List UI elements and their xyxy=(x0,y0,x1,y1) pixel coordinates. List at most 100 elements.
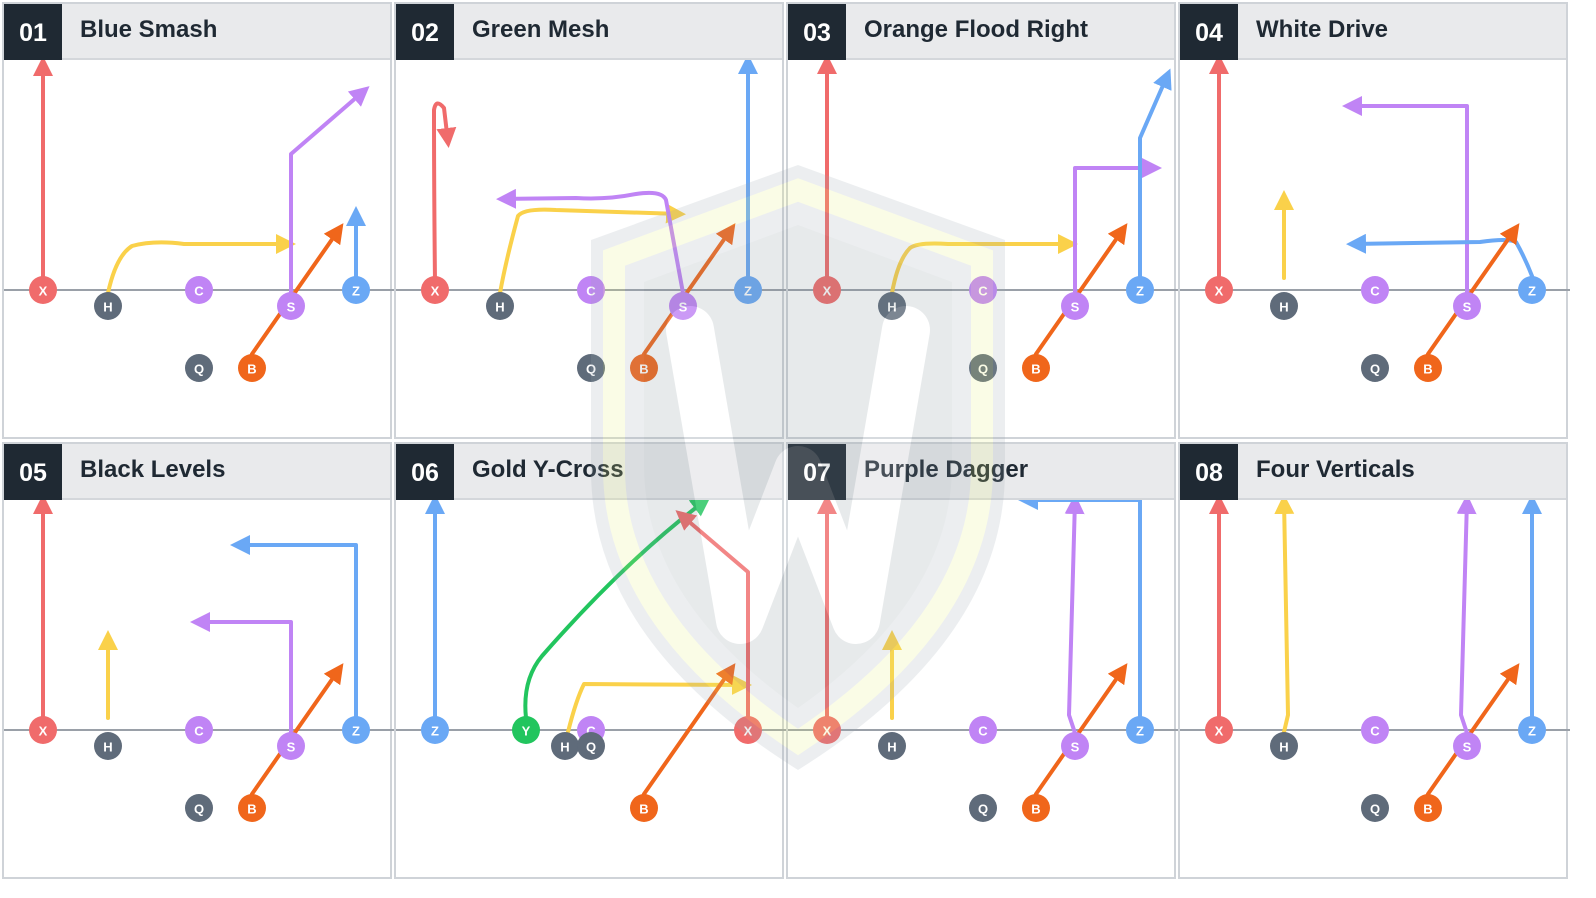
player-z[interactable]: Z xyxy=(421,716,449,744)
player-label: Q xyxy=(194,802,204,817)
player-label: H xyxy=(1279,740,1288,755)
player-b[interactable]: B xyxy=(238,794,266,822)
player-c[interactable]: C xyxy=(969,716,997,744)
player-c[interactable]: C xyxy=(1361,716,1389,744)
player-q[interactable]: Q xyxy=(185,794,213,822)
player-q[interactable]: Q xyxy=(969,354,997,382)
player-y[interactable]: Y xyxy=(512,716,540,744)
player-label: B xyxy=(639,802,648,817)
player-s[interactable]: S xyxy=(1061,732,1089,760)
player-b[interactable]: B xyxy=(238,354,266,382)
player-h[interactable]: H xyxy=(1270,732,1298,760)
player-label: S xyxy=(287,300,296,315)
player-x[interactable]: X xyxy=(813,716,841,744)
player-z[interactable]: Z xyxy=(342,716,370,744)
player-q[interactable]: Q xyxy=(1361,354,1389,382)
play-number: 01 xyxy=(4,4,62,60)
player-b[interactable]: B xyxy=(630,354,658,382)
player-b[interactable]: B xyxy=(1414,354,1442,382)
player-label: Y xyxy=(522,724,531,739)
player-z[interactable]: Z xyxy=(1126,276,1154,304)
player-h[interactable]: H xyxy=(551,732,579,760)
player-label: C xyxy=(1370,284,1380,299)
player-label: Z xyxy=(1528,284,1536,299)
route-line xyxy=(523,500,711,720)
play-title: Gold Y-Cross xyxy=(472,456,624,483)
player-c[interactable]: C xyxy=(185,716,213,744)
player-z[interactable]: Z xyxy=(1126,716,1154,744)
player-label: X xyxy=(823,284,832,299)
player-c[interactable]: C xyxy=(577,276,605,304)
player-s[interactable]: S xyxy=(1061,292,1089,320)
play-title: White Drive xyxy=(1256,16,1389,43)
player-x[interactable]: X xyxy=(1205,276,1233,304)
player-h[interactable]: H xyxy=(94,292,122,320)
player-z[interactable]: Z xyxy=(342,276,370,304)
player-q[interactable]: Q xyxy=(577,732,605,760)
route-line xyxy=(230,535,358,718)
player-b[interactable]: B xyxy=(1414,794,1442,822)
player-label: X xyxy=(1215,284,1224,299)
player-h[interactable]: H xyxy=(878,732,906,760)
player-z[interactable]: Z xyxy=(734,276,762,304)
player-s[interactable]: S xyxy=(1453,292,1481,320)
player-label: Z xyxy=(1528,724,1536,739)
player-label: Q xyxy=(1370,362,1380,377)
route-line xyxy=(250,223,344,356)
player-s[interactable]: S xyxy=(1453,732,1481,760)
player-b[interactable]: B xyxy=(1022,354,1050,382)
player-c[interactable]: C xyxy=(1361,276,1389,304)
player-x[interactable]: X xyxy=(29,716,57,744)
player-b[interactable]: B xyxy=(1022,794,1050,822)
player-c[interactable]: C xyxy=(185,276,213,304)
player-z[interactable]: Z xyxy=(1518,276,1546,304)
route-line xyxy=(1034,663,1128,796)
route-line xyxy=(566,674,752,734)
player-s[interactable]: S xyxy=(669,292,697,320)
play-field: X H C S Z Q B xyxy=(788,60,1178,382)
player-x[interactable]: X xyxy=(1205,716,1233,744)
player-label: Z xyxy=(1136,724,1144,739)
route-line xyxy=(496,188,685,295)
player-x[interactable]: X xyxy=(813,276,841,304)
player-q[interactable]: Q xyxy=(969,794,997,822)
route-line xyxy=(1073,158,1162,295)
route-line xyxy=(1138,68,1172,278)
player-label: S xyxy=(1463,300,1472,315)
play-title: Black Levels xyxy=(80,456,226,483)
player-x[interactable]: X xyxy=(29,276,57,304)
player-q[interactable]: Q xyxy=(1361,794,1389,822)
player-label: S xyxy=(287,740,296,755)
play-title: Four Verticals xyxy=(1256,456,1415,483)
player-h[interactable]: H xyxy=(94,732,122,760)
player-b[interactable]: B xyxy=(630,794,658,822)
player-h[interactable]: H xyxy=(1270,292,1298,320)
player-x[interactable]: X xyxy=(421,276,449,304)
player-label: S xyxy=(1071,740,1080,755)
player-label: C xyxy=(194,284,204,299)
player-label: B xyxy=(1031,362,1040,377)
player-z[interactable]: Z xyxy=(1518,716,1546,744)
player-s[interactable]: S xyxy=(277,732,305,760)
player-label: H xyxy=(103,300,112,315)
player-h[interactable]: H xyxy=(878,292,906,320)
player-s[interactable]: S xyxy=(277,292,305,320)
player-x[interactable]: X xyxy=(734,716,762,744)
route-line xyxy=(1034,223,1128,356)
player-h[interactable]: H xyxy=(486,292,514,320)
player-q[interactable]: Q xyxy=(577,354,605,382)
player-c[interactable]: C xyxy=(969,276,997,304)
player-q[interactable]: Q xyxy=(185,354,213,382)
